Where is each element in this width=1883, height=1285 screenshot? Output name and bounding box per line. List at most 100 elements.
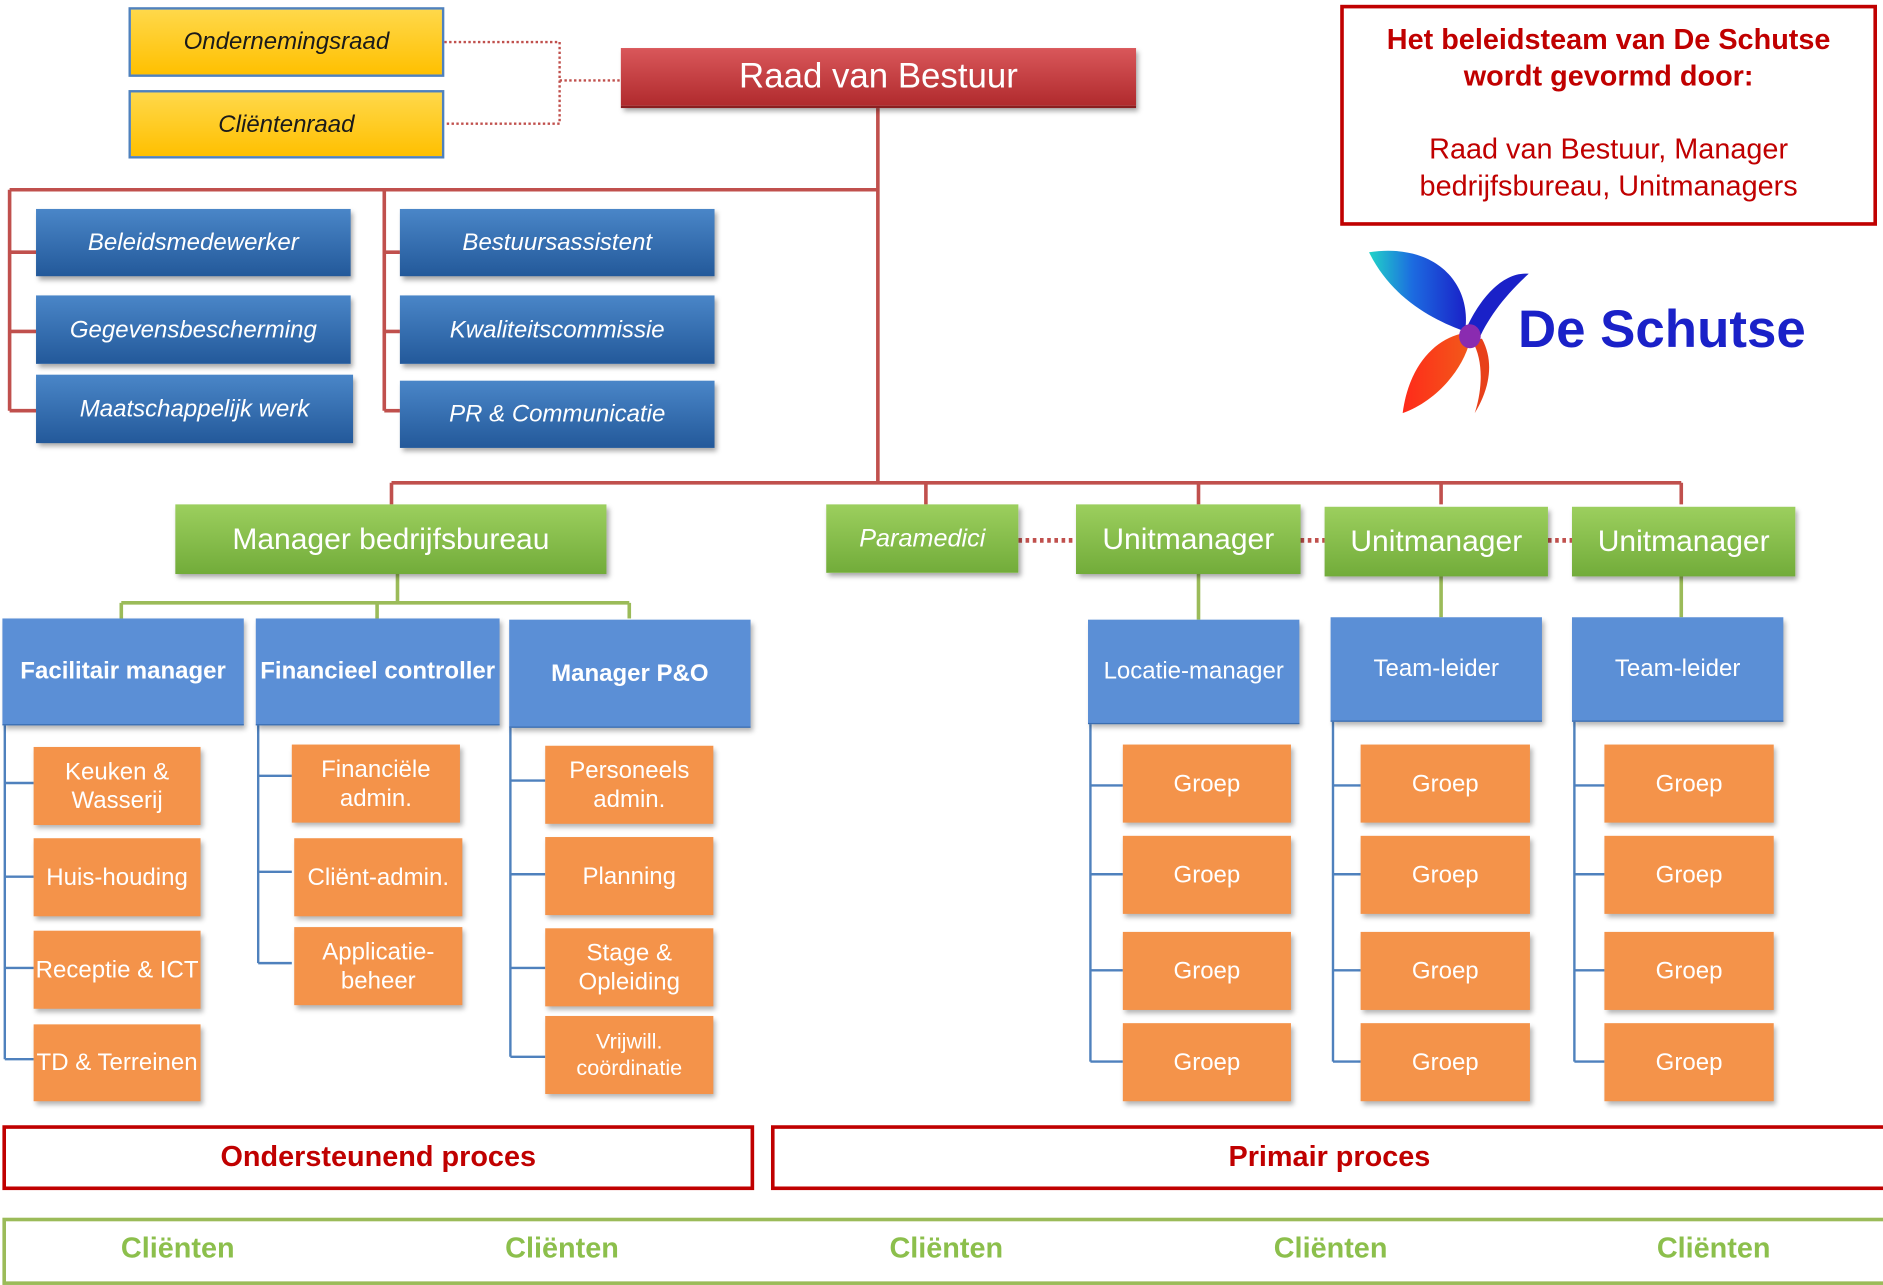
unitmanager-box-3: Unitmanager [1571,506,1796,577]
clients-label: Cliënten [1656,1232,1771,1265]
blue-connectors [3,721,1605,1063]
group-box: Groep [1604,1023,1774,1102]
clients-label: Cliënten [889,1232,1004,1265]
support-unit: TD & Terreinen [33,1024,201,1102]
group-box: Groep [1604,744,1774,823]
group-box: Groep [1604,835,1774,914]
support-process-label: Ondersteunend proces [220,1140,537,1174]
raad-van-bestuur-box: Raad van Bestuur [620,48,1137,109]
support-unit: Personeels admin. [545,745,714,824]
group-label: Groep [1411,1048,1479,1076]
manager-bedrijfsbureau-label: Manager bedrijfsbureau [232,522,550,557]
logo-text: De Schutse [1517,300,1806,360]
board-connectors [7,108,1684,505]
unitmanager-label: Unitmanager [1350,524,1523,559]
group-box: Groep [1360,835,1530,914]
staff-box-pr-communicatie: PR & Communicatie [399,380,715,448]
group-box: Groep [1604,931,1774,1010]
unitmanager-box-1: Unitmanager [1076,504,1301,575]
support-unit: Planning [545,837,714,916]
group-label: Groep [1173,957,1241,985]
policy-team-title: Het beleidsteam van De Schutse wordt gev… [1386,24,1831,93]
clientenraad-box: Cliëntenraad [128,90,445,159]
support-unit: Stage & Opleiding [545,928,714,1007]
support-unit: Huis-houding [33,838,201,917]
support-head-label: Manager P&O [551,659,709,687]
group-label: Groep [1655,861,1723,889]
unitmanager-label: Unitmanager [1597,524,1770,559]
primary-head-teamleider-2: Team-leider [1571,617,1784,722]
support-unit-label: Vrijwill. coördinatie [576,1029,683,1080]
support-head-facilitair: Facilitair manager [2,618,244,726]
group-label: Groep [1173,770,1241,797]
ondernemingsraad-box: Ondernemingsraad [128,7,445,77]
support-unit: Keuken & Wasserij [33,746,201,826]
support-unit-label: Receptie & ICT [35,956,199,983]
staff-label: Maatschappelijk werk [79,395,310,423]
support-head-label: Financieel controller [260,658,496,685]
support-process-banner: Ondersteunend proces [2,1125,755,1191]
clients-label: Cliënten [120,1232,235,1265]
primary-head-locatiemanager: Locatie-manager [1088,619,1300,725]
support-unit-label: Cliënt-admin. [307,864,450,891]
paramedici-label: Paramedici [859,524,986,553]
staff-box-maatschappelijk-werk: Maatschappelijk werk [36,374,354,444]
primary-head-teamleider-1: Team-leider [1330,617,1542,722]
group-label: Groep [1173,861,1241,889]
butterfly-logo-icon [1369,250,1529,414]
group-box: Groep [1122,931,1291,1010]
primary-head-label: Locatie-manager [1103,658,1284,685]
group-box: Groep [1360,931,1530,1010]
group-box: Groep [1360,1023,1530,1102]
policy-team-box: Het beleidsteam van De Schutse wordt gev… [1340,4,1878,226]
group-label: Groep [1411,861,1479,889]
policy-team-members: Raad van Bestuur, Manager bedrijfsbureau… [1419,133,1798,204]
group-box: Groep [1122,744,1291,823]
staff-label: Kwaliteitscommissie [449,316,665,343]
support-unit-label: Personeels admin. [569,757,690,813]
support-unit: Financiële admin. [291,744,460,823]
staff-label: Beleidsmedewerker [87,229,299,256]
support-unit-label: Applicatie-beheer [322,938,435,994]
support-unit: Applicatie-beheer [294,927,463,1006]
clientenraad-label: Cliëntenraad [218,111,355,138]
group-label: Groep [1655,957,1723,985]
support-unit-label: Stage & Opleiding [578,939,681,995]
staff-box-gegevensbescherming: Gegevensbescherming [36,295,351,364]
support-head-po: Manager P&O [509,619,751,728]
group-label: Groep [1411,770,1479,797]
primary-process-label: Primair proces [1228,1140,1431,1174]
support-unit-label: Keuken & Wasserij [64,758,170,814]
dotted-links [444,40,621,125]
clients-label: Cliënten [1273,1232,1388,1265]
group-box: Groep [1122,1023,1291,1102]
support-unit-label: Planning [582,862,677,890]
group-label: Groep [1173,1048,1241,1076]
ondernemingsraad-label: Ondernemingsraad [183,28,390,56]
support-unit-label: Financiële admin. [321,755,431,812]
raad-van-bestuur-label: Raad van Bestuur [739,57,1018,96]
manager-bedrijfsbureau-box: Manager bedrijfsbureau [175,504,607,575]
unitmanager-box-2: Unitmanager [1324,506,1548,577]
primary-head-label: Team-leider [1614,655,1741,683]
unitmanager-label: Unitmanager [1102,522,1275,557]
paramedici-box: Paramedici [826,504,1019,573]
group-label: Groep [1655,1048,1723,1076]
support-unit: Cliënt-admin. [294,838,463,917]
staff-box-beleidsmedewerker: Beleidsmedewerker [36,208,351,277]
primary-process-banner: Primair proces [770,1125,1883,1191]
support-unit-label: Huis-houding [46,864,188,891]
staff-box-kwaliteitscommissie: Kwaliteitscommissie [399,295,715,364]
support-unit: Receptie & ICT [33,930,201,1009]
support-unit: Vrijwill. coördinatie [545,1015,714,1095]
staff-label: PR & Communicatie [449,401,666,428]
staff-label: Gegevensbescherming [69,316,317,343]
group-label: Groep [1411,957,1479,985]
group-box: Groep [1122,835,1291,914]
group-label: Groep [1655,770,1723,797]
support-unit-label: TD & Terreinen [36,1049,198,1077]
staff-box-bestuursassistent: Bestuursassistent [399,208,715,277]
support-head-label: Facilitair manager [20,658,226,685]
